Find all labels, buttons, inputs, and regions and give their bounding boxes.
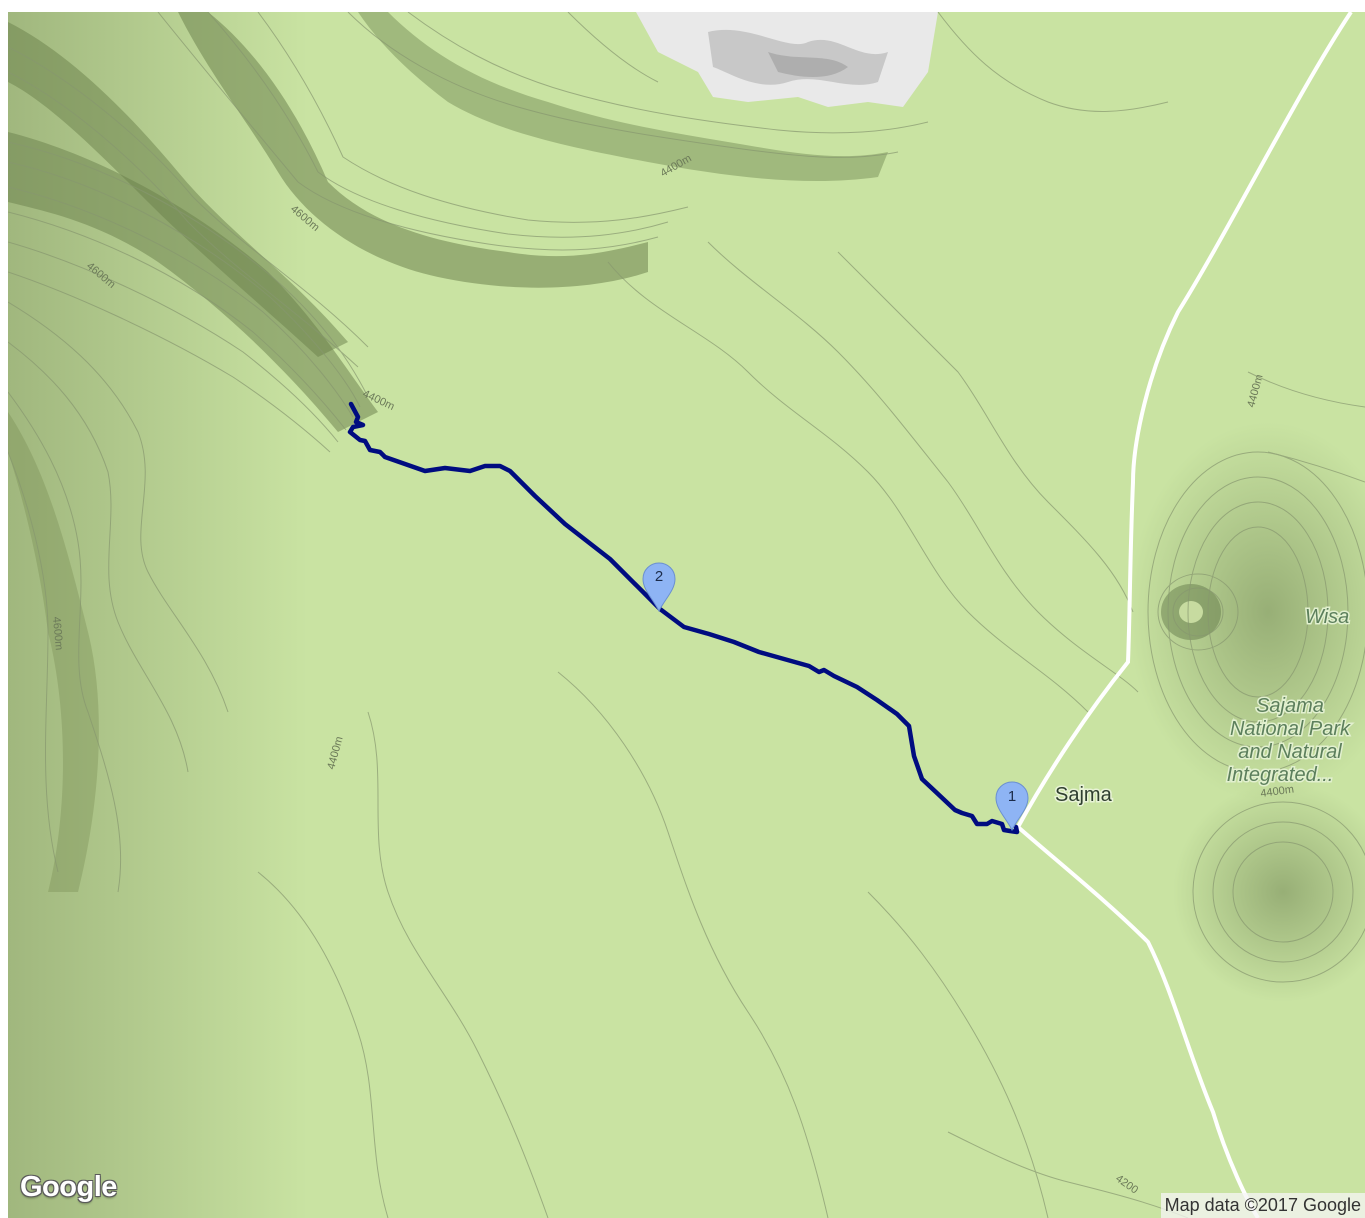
park-label-line-2: National Park (1230, 718, 1351, 740)
contour-label-4600-far-left: 4600m (50, 616, 65, 651)
park-label-line-4: Integrated... (1227, 764, 1334, 786)
marker-label-2: 2 (655, 568, 663, 585)
map-viewport[interactable]: 4400m 4600m 4600m 4400m 4400m 4600m 4400… (8, 12, 1365, 1218)
route-track[interactable] (347, 401, 1020, 835)
map-attribution[interactable]: Map data ©2017 Google (1160, 1193, 1365, 1218)
hillshade (8, 12, 1365, 1218)
route-marker-1[interactable]: 1 (995, 781, 1029, 832)
map-pin-icon (995, 781, 1029, 832)
google-logo[interactable]: Google (20, 1171, 117, 1203)
terrain-map: 4400m 4600m 4600m 4400m 4400m 4600m 4400… (8, 12, 1365, 1218)
contour-lines (8, 12, 1365, 1218)
route-marker-2[interactable]: 2 (642, 562, 676, 613)
road-line[interactable] (1015, 12, 1353, 1218)
park-label[interactable]: Sajama National Park and Natural Integra… (1225, 694, 1352, 788)
park-label-line-3: and Natural (1238, 741, 1342, 763)
marker-label-1: 1 (1008, 788, 1016, 805)
place-label-wisa[interactable]: Wisa (1304, 605, 1351, 630)
snow-area (636, 12, 938, 107)
park-label-line-1: Sajama (1256, 695, 1324, 717)
road[interactable] (1015, 12, 1353, 1218)
contour-label-4400-park: 4400m (1260, 783, 1295, 800)
map-pin-icon (642, 562, 676, 613)
place-label-sajma[interactable]: Sajma (1054, 783, 1115, 808)
